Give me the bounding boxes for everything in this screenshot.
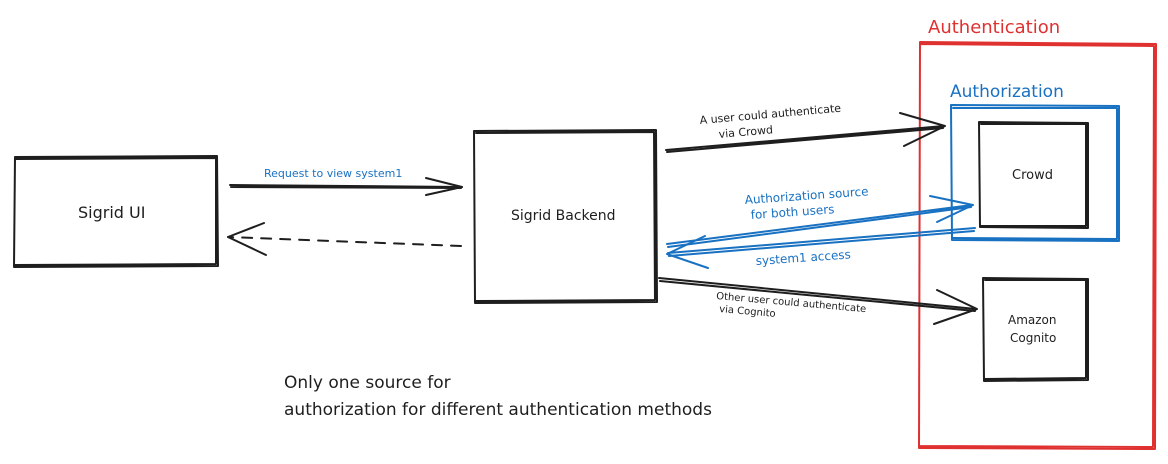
crowd-node: Crowd (978, 121, 1089, 229)
authentication-title: Authentication (928, 17, 1060, 38)
authz-source-arrow-shaft (666, 204, 973, 248)
sigrid-ui-node: Sigrid UI (13, 155, 219, 268)
authorization-border (950, 104, 1120, 242)
response-arrow-head (227, 222, 267, 256)
sigrid-ui-box (13, 155, 219, 268)
cognito-auth-label-line2: via Cognito (719, 304, 776, 320)
cognito-auth-arrow-shaft (658, 277, 977, 312)
amazon-cognito-node: Amazon Cognito (982, 277, 1089, 382)
cognito-auth-arrow-head (933, 289, 978, 325)
request-label: Request to view system1 (264, 167, 402, 180)
authz-source-label-line2: for both users (750, 202, 835, 222)
sigrid-ui-label: Sigrid UI (78, 203, 145, 222)
amazon-cognito-box (982, 277, 1089, 382)
crowd-label: Crowd (1012, 168, 1053, 183)
authorization-title: Authorization (950, 82, 1064, 102)
note-line2: authorization for different authenticati… (284, 400, 712, 420)
response-arrow (227, 222, 462, 256)
request-arrow-head (425, 177, 463, 196)
system1-access-arrow: system1 access (666, 227, 976, 269)
authentication-border (918, 41, 1157, 450)
crowd-auth-label-line2: via Crowd (718, 123, 773, 141)
authorization-group: Authorization (950, 82, 1120, 242)
note: Only one source for authorization for di… (284, 373, 712, 420)
response-arrow-shaft (227, 236, 462, 247)
crowd-auth-arrow-head (899, 112, 946, 147)
cognito-auth-arrow: Other user could authenticate via Cognit… (658, 277, 978, 325)
crowd-auth-arrow-shaft (665, 125, 945, 153)
authz-source-arrow-head (929, 195, 974, 223)
crowd-auth-arrow: A user could authenticate via Crowd (665, 102, 946, 153)
amazon-cognito-label-line2: Cognito (1010, 331, 1056, 345)
authentication-group: Authentication (918, 17, 1157, 450)
system1-access-arrow-shaft (667, 227, 976, 257)
sigrid-backend-node: Sigrid Backend (473, 129, 658, 304)
note-line1: Only one source for (284, 373, 451, 393)
amazon-cognito-label-line1: Amazon (1008, 313, 1057, 327)
system1-access-label: system1 access (755, 247, 851, 268)
authz-source-arrow: Authorization source for both users (666, 184, 974, 248)
request-arrow: Request to view system1 (229, 167, 463, 196)
sigrid-backend-label: Sigrid Backend (511, 208, 616, 224)
system1-access-arrow-head (666, 235, 709, 269)
crowd-box (978, 121, 1089, 229)
request-arrow-shaft (229, 184, 463, 189)
sigrid-backend-box (473, 129, 658, 304)
